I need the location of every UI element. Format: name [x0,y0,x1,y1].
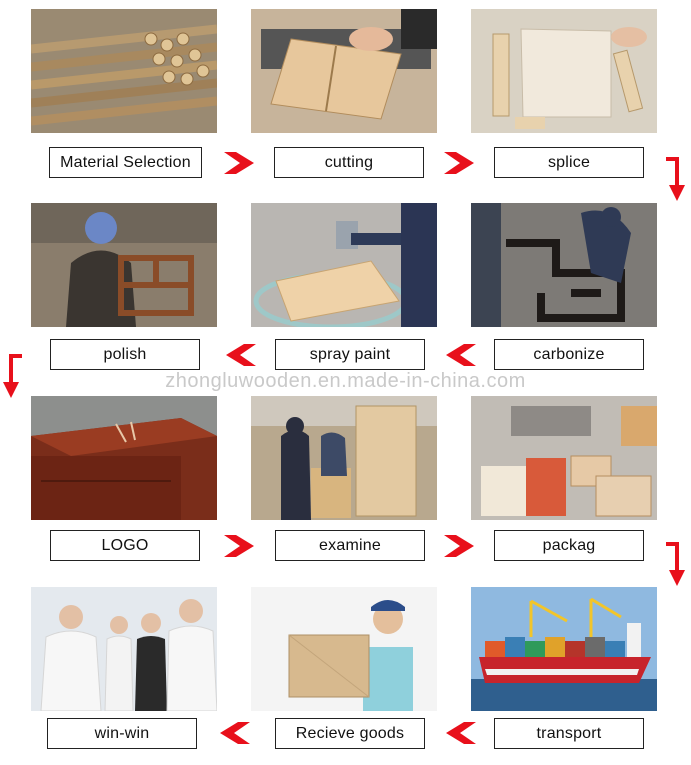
photo-panel-assembly [471,9,657,133]
arrow-left-icon [446,722,476,744]
step-label-material-selection: Material Selection [49,147,202,178]
arrow-right-icon [444,535,474,557]
arrow-right-icon [444,152,474,174]
arrow-left-icon [226,344,256,366]
photo-log-pile [31,9,217,133]
step-label-carbonize: carbonize [494,339,644,370]
photo-spray-gun-panel [251,203,437,327]
photo-torch-shelf [471,203,657,327]
step-label-packag: packag [494,530,644,561]
step-label-examine: examine [275,530,425,561]
photo-table-saw [251,9,437,133]
photo-container-ship [471,587,657,711]
step-label-spray-paint: spray paint [275,339,425,370]
photo-engraved-wooden-box [31,396,217,520]
arrow-left-icon [446,344,476,366]
photo-worker-polishing-shelf [31,203,217,327]
arrow-down-turn-icon [3,354,22,398]
step-label-transport: transport [494,718,644,749]
arrow-right-icon [224,152,254,174]
step-label-splice: splice [494,147,644,178]
photo-boxes-packing [471,396,657,520]
step-label-cutting: cutting [274,147,424,178]
photo-factory-inspection [251,396,437,520]
arrow-right-icon [224,535,254,557]
step-label-win-win: win-win [47,718,197,749]
step-label-recieve-goods: Recieve goods [275,718,425,749]
watermark-text: zhongluwooden.en.made-in-china.com [165,370,526,392]
photo-courier-with-box [251,587,437,711]
photo-business-handshake [31,587,217,711]
step-label-polish: polish [50,339,200,370]
arrow-left-icon [220,722,250,744]
step-label-logo: LOGO [50,530,200,561]
arrow-down-turn-icon [666,157,685,201]
arrow-down-turn-icon [666,542,685,586]
